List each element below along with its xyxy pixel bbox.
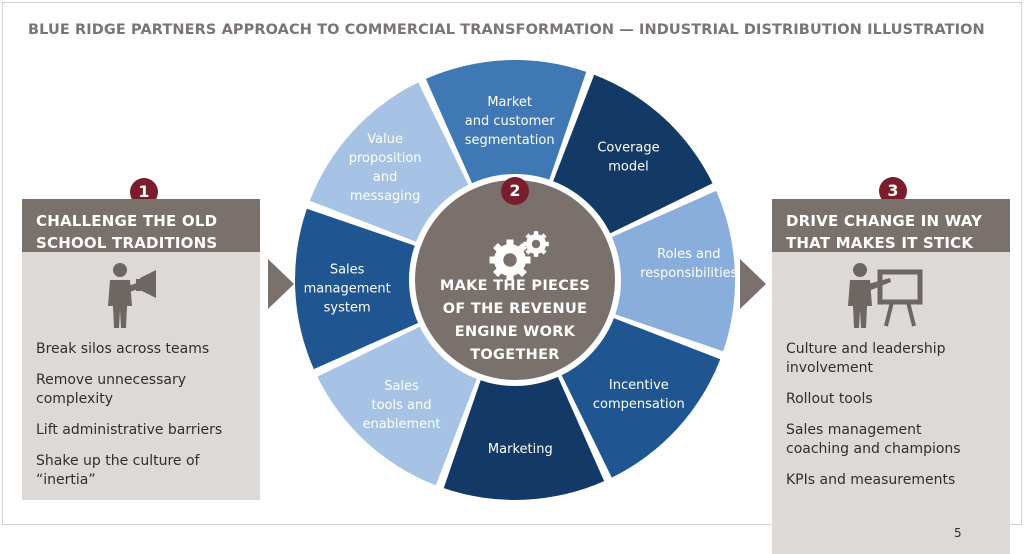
wheel-segment-label-8-line-3: segmentation xyxy=(465,133,555,148)
left-items: Break silos across teams Remove unnecess… xyxy=(22,340,260,490)
left-item-2-line-2: complexity xyxy=(36,391,113,407)
wheel-segment-label-1-line-2: model xyxy=(608,160,648,175)
gears-icon xyxy=(489,231,549,281)
left-heading-line-1: CHALLENGE THE OLD xyxy=(36,212,218,230)
right-panel-heading: DRIVE CHANGE IN WAY THAT MAKES IT STICK xyxy=(772,199,1010,252)
wheel-segment-label-2: Roles and responsibilities xyxy=(640,247,737,281)
right-item-1-line-1: Culture and leadership xyxy=(786,341,946,357)
wheel-segment-label-7-line-1: Value xyxy=(367,132,403,147)
wheel-segment-label-6-line-3: system xyxy=(324,300,371,315)
wheel-segment-label-8-line-1: Market xyxy=(487,95,532,110)
person-megaphone-icon xyxy=(108,263,156,328)
left-panel-heading: CHALLENGE THE OLD SCHOOL TRADITIONS xyxy=(22,199,260,252)
left-item-1-line-1: Break silos across teams xyxy=(36,341,210,357)
step-2-badge: 2 xyxy=(501,177,529,205)
hub-line-1: MAKE THE PIECES xyxy=(440,278,590,294)
right-item-1: Culture and leadership involvement xyxy=(772,340,1010,378)
left-arrow-icon xyxy=(268,259,294,309)
left-panel-body: Break silos across teams Remove unnecess… xyxy=(22,252,260,500)
wheel-segments xyxy=(295,60,735,500)
wheel-segment-8 xyxy=(425,60,587,189)
wheel-segment-label-7-line-3: and xyxy=(373,170,397,185)
wheel-segment-7 xyxy=(309,82,472,245)
wheel-segment-label-4-line-1: Marketing xyxy=(488,442,553,457)
right-heading-line-1: DRIVE CHANGE IN WAY xyxy=(786,212,983,230)
right-panel: DRIVE CHANGE IN WAY THAT MAKES IT STICK … xyxy=(772,199,1010,554)
hub-line-3: ENGINE WORK xyxy=(455,324,576,340)
hub-line-4: TOGETHER xyxy=(470,347,560,363)
wheel-segment-label-7-line-4: messaging xyxy=(350,189,421,204)
presenter-board-icon xyxy=(848,263,923,328)
wheel-segment-label-8: Market and customer segmentation xyxy=(465,95,556,148)
wheel-segment-4 xyxy=(443,371,605,500)
wheel-segment-2 xyxy=(606,190,735,352)
right-item-2: Rollout tools xyxy=(772,390,1010,409)
wheel-segment-label-1-line-1: Coverage xyxy=(597,141,659,156)
wheel-segment-label-3: Incentive compensation xyxy=(593,378,685,412)
right-item-2-line-1: Rollout tools xyxy=(786,391,873,407)
wheel-segment-label-4: Marketing xyxy=(488,442,553,457)
wheel-segment-label-6-line-2: management xyxy=(304,281,391,296)
wheel-segment-label-5: Sales tools and enablement xyxy=(362,379,440,432)
left-item-3-line-1: Lift administrative barriers xyxy=(36,422,223,438)
wheel-segment-label-6: Sales management system xyxy=(304,262,391,315)
wheel-segment-label-8-line-2: and customer xyxy=(465,114,555,129)
left-heading-line-2: SCHOOL TRADITIONS xyxy=(36,234,218,252)
left-item-4-line-2: “inertia” xyxy=(36,472,96,488)
wheel-segment-label-2-line-1: Roles and xyxy=(657,247,720,262)
left-item-4: Shake up the culture of “inertia” xyxy=(22,452,260,490)
left-item-1: Break silos across teams xyxy=(22,340,260,359)
right-item-4-line-1: KPIs and measurements xyxy=(786,472,956,488)
hub-text: MAKE THE PIECES OF THE REVENUE ENGINE WORK… xyxy=(440,278,590,363)
wheel-segment-label-3-line-2: compensation xyxy=(593,397,685,412)
left-item-2: Remove unnecessary complexity xyxy=(22,371,260,409)
wheel-segment-5 xyxy=(317,323,480,486)
wheel-segment-label-5-line-3: enablement xyxy=(362,417,440,432)
left-item-3: Lift administrative barriers xyxy=(22,421,260,440)
right-items: Culture and leadership involvement Rollo… xyxy=(772,340,1010,490)
left-panel: CHALLENGE THE OLD SCHOOL TRADITIONS Brea… xyxy=(22,199,260,500)
wheel-segment-3 xyxy=(558,315,721,478)
wheel-segment-label-5-line-1: Sales xyxy=(384,379,419,394)
right-item-4: KPIs and measurements xyxy=(772,471,1010,490)
right-panel-body: Culture and leadership involvement Rollo… xyxy=(772,252,1010,554)
right-item-3: Sales management coaching and champions xyxy=(772,421,1010,459)
wheel-segment-6 xyxy=(295,208,424,370)
right-arrow-icon xyxy=(740,259,766,309)
left-item-4-line-1: Shake up the culture of xyxy=(36,453,200,469)
right-item-1-line-2: involvement xyxy=(786,360,874,376)
wheel-segment-1 xyxy=(550,74,713,237)
wheel-segment-label-7-line-2: proposition xyxy=(349,151,422,166)
wheel-segment-label-1: Coverage model xyxy=(597,141,659,175)
wheel-segment-label-2-line-2: responsibilities xyxy=(640,266,737,281)
wheel-segment-label-3-line-1: Incentive xyxy=(609,378,669,393)
wheel-segment-label-6-line-1: Sales xyxy=(330,262,365,277)
wheel-segment-label-7: Value proposition and messaging xyxy=(349,132,422,204)
wheel-segment-label-5-line-2: tools and xyxy=(372,398,432,413)
right-item-3-line-2: coaching and champions xyxy=(786,441,961,457)
right-heading-line-2: THAT MAKES IT STICK xyxy=(786,234,974,252)
hub-line-2: OF THE REVENUE xyxy=(443,301,587,317)
page-title: BLUE RIDGE PARTNERS APPROACH TO COMMERCI… xyxy=(28,22,985,38)
left-item-2-line-1: Remove unnecessary xyxy=(36,372,187,388)
page-number: 5 xyxy=(954,526,962,540)
right-item-3-line-1: Sales management xyxy=(786,422,922,438)
